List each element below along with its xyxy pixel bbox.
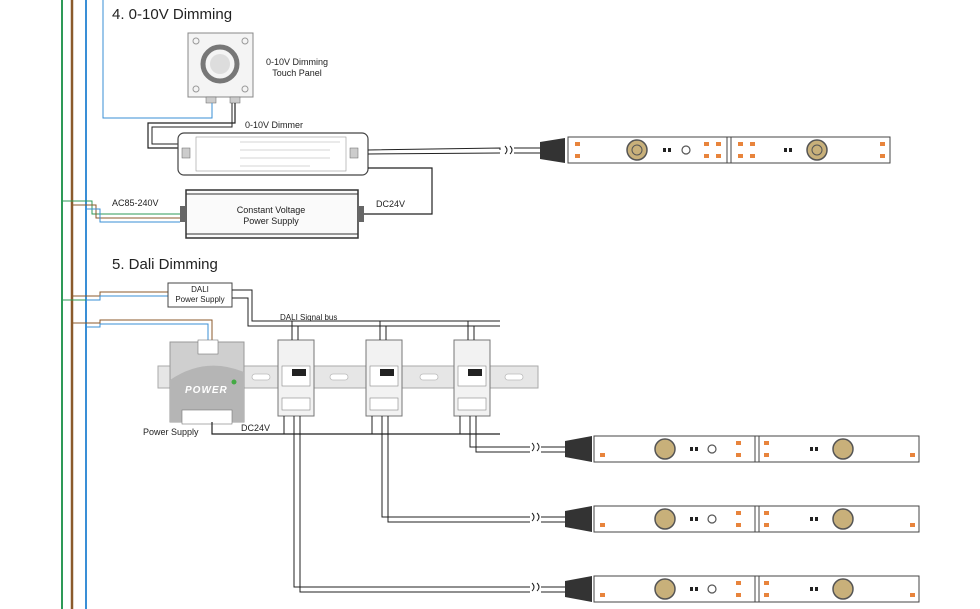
section-title-dali: 5. Dali Dimming (112, 256, 218, 273)
psu-label: Constant Voltage Power Supply (206, 205, 336, 227)
section-title-0-10v: 4. 0-10V Dimming (112, 6, 233, 23)
power-supply-label: Power Supply (143, 427, 199, 437)
dc24v-label-dali: DC24V (241, 423, 271, 433)
dali-dimmer-modules (277, 339, 491, 417)
dimmer-label: 0-10V Dimmer (245, 120, 304, 130)
touch-panel-label: 0-10V Dimming Touch Panel (256, 57, 338, 79)
touch-panel (187, 32, 254, 104)
mains-wires (61, 0, 87, 609)
strip-connectors (531, 442, 565, 593)
touch-panel-label-line1: 0-10V Dimming (265, 57, 329, 67)
psu-label-line2: Power Supply (243, 216, 299, 226)
dali-psu-label: DALI Power Supply (168, 285, 232, 305)
dali-psu-label-line1: DALI (191, 285, 209, 294)
0-10v-dimmer (177, 132, 369, 176)
dali-psu-label-line2: Power Supply (175, 295, 225, 304)
dali-psu (167, 282, 233, 308)
dc24v-label-0-10v: DC24V (376, 199, 406, 209)
power-module-text: POWER (185, 385, 228, 396)
led-strip-0-10v (567, 136, 891, 164)
touch-panel-label-line2: Touch Panel (272, 68, 322, 78)
dali-signal-bus-label: DALI Signal bus (280, 313, 338, 322)
ac-input-label: AC85-240V (112, 198, 159, 208)
constant-voltage-psu (180, 189, 364, 239)
psu-label-line1: Constant Voltage (236, 205, 306, 215)
dali-power-module (169, 339, 245, 425)
din-rail (157, 365, 539, 389)
led-strips-dali (593, 435, 920, 603)
